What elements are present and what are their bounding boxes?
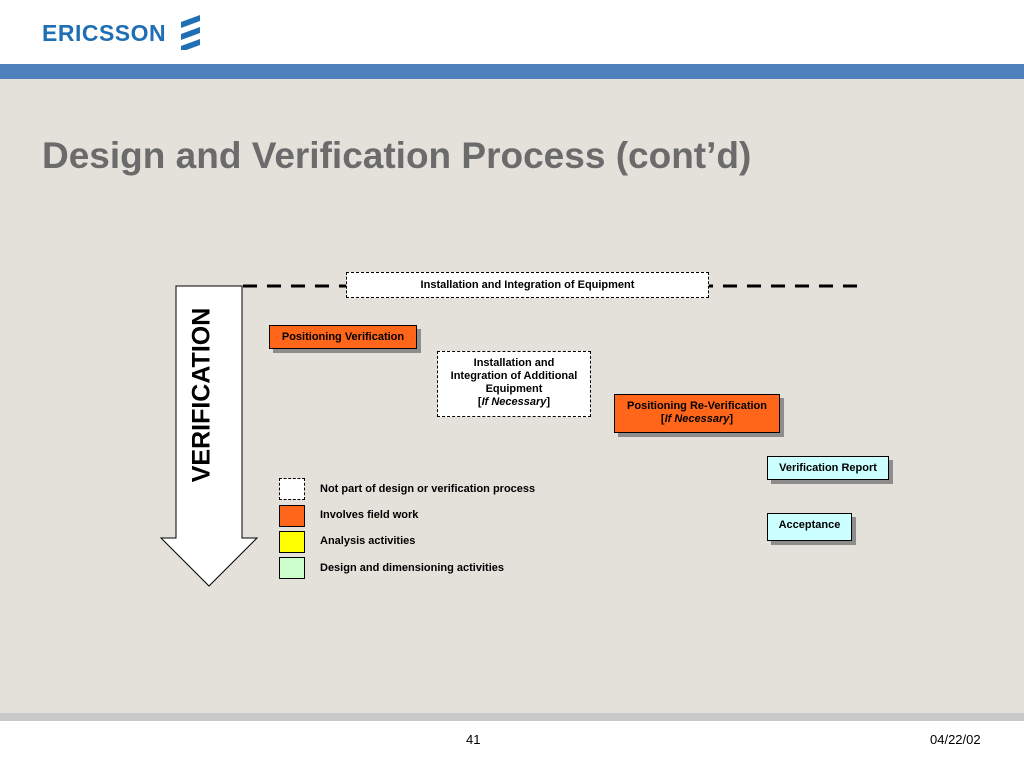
- positioning-reverification-label: Positioning Re-Verification: [627, 400, 767, 412]
- install-additional-line3: Equipment: [485, 383, 543, 395]
- legend-label-design: Design and dimensioning activities: [320, 562, 504, 574]
- acceptance-label: Acceptance: [778, 519, 841, 531]
- positioning-reverification-box: Positioning Re-Verification [If Necessar…: [614, 394, 780, 433]
- acceptance-box: Acceptance: [767, 513, 852, 541]
- legend-swatch-analysis: [279, 531, 305, 553]
- install-additional-line2: Integration of Additional: [450, 370, 578, 382]
- install-integrate-label: Installation and Integration of Equipmen…: [420, 279, 635, 291]
- legend-swatch-not-part: [279, 478, 305, 500]
- positioning-verification-label: Positioning Verification: [281, 331, 405, 343]
- install-additional-box: Installation and Integration of Addition…: [437, 351, 591, 417]
- header: ERICSSON: [0, 0, 1024, 64]
- footer: [0, 721, 1024, 768]
- install-additional-note: [If Necessary]: [477, 396, 551, 408]
- slide-title: Design and Verification Process (cont’d): [42, 135, 752, 176]
- top-band: [0, 64, 1024, 79]
- verification-report-box: Verification Report: [767, 456, 889, 480]
- footer-date: 04/22/02: [930, 732, 981, 747]
- bottom-band: [0, 713, 1024, 721]
- ericsson-logo-text: ERICSSON: [42, 20, 167, 46]
- positioning-reverification-note: [If Necessary]: [660, 413, 734, 425]
- legend-swatch-field-work: [279, 505, 305, 527]
- legend-label-analysis: Analysis activities: [320, 535, 416, 547]
- ericsson-logo-icon: [181, 15, 200, 50]
- dashed-timeline-line: [243, 284, 858, 288]
- positioning-verification-box: Positioning Verification: [269, 325, 417, 349]
- install-integrate-box: Installation and Integration of Equipmen…: [346, 272, 709, 298]
- page-number: 41: [466, 732, 481, 747]
- legend-label-not-part: Not part of design or verification proce…: [320, 483, 536, 495]
- legend-swatch-design: [279, 557, 305, 579]
- verification-arrow: [159, 285, 259, 587]
- verification-label: VERIFICATION: [187, 307, 216, 483]
- legend-label-field-work: Involves field work: [320, 509, 419, 521]
- verification-report-label: Verification Report: [779, 462, 877, 474]
- install-additional-line1: Installation and: [473, 357, 555, 369]
